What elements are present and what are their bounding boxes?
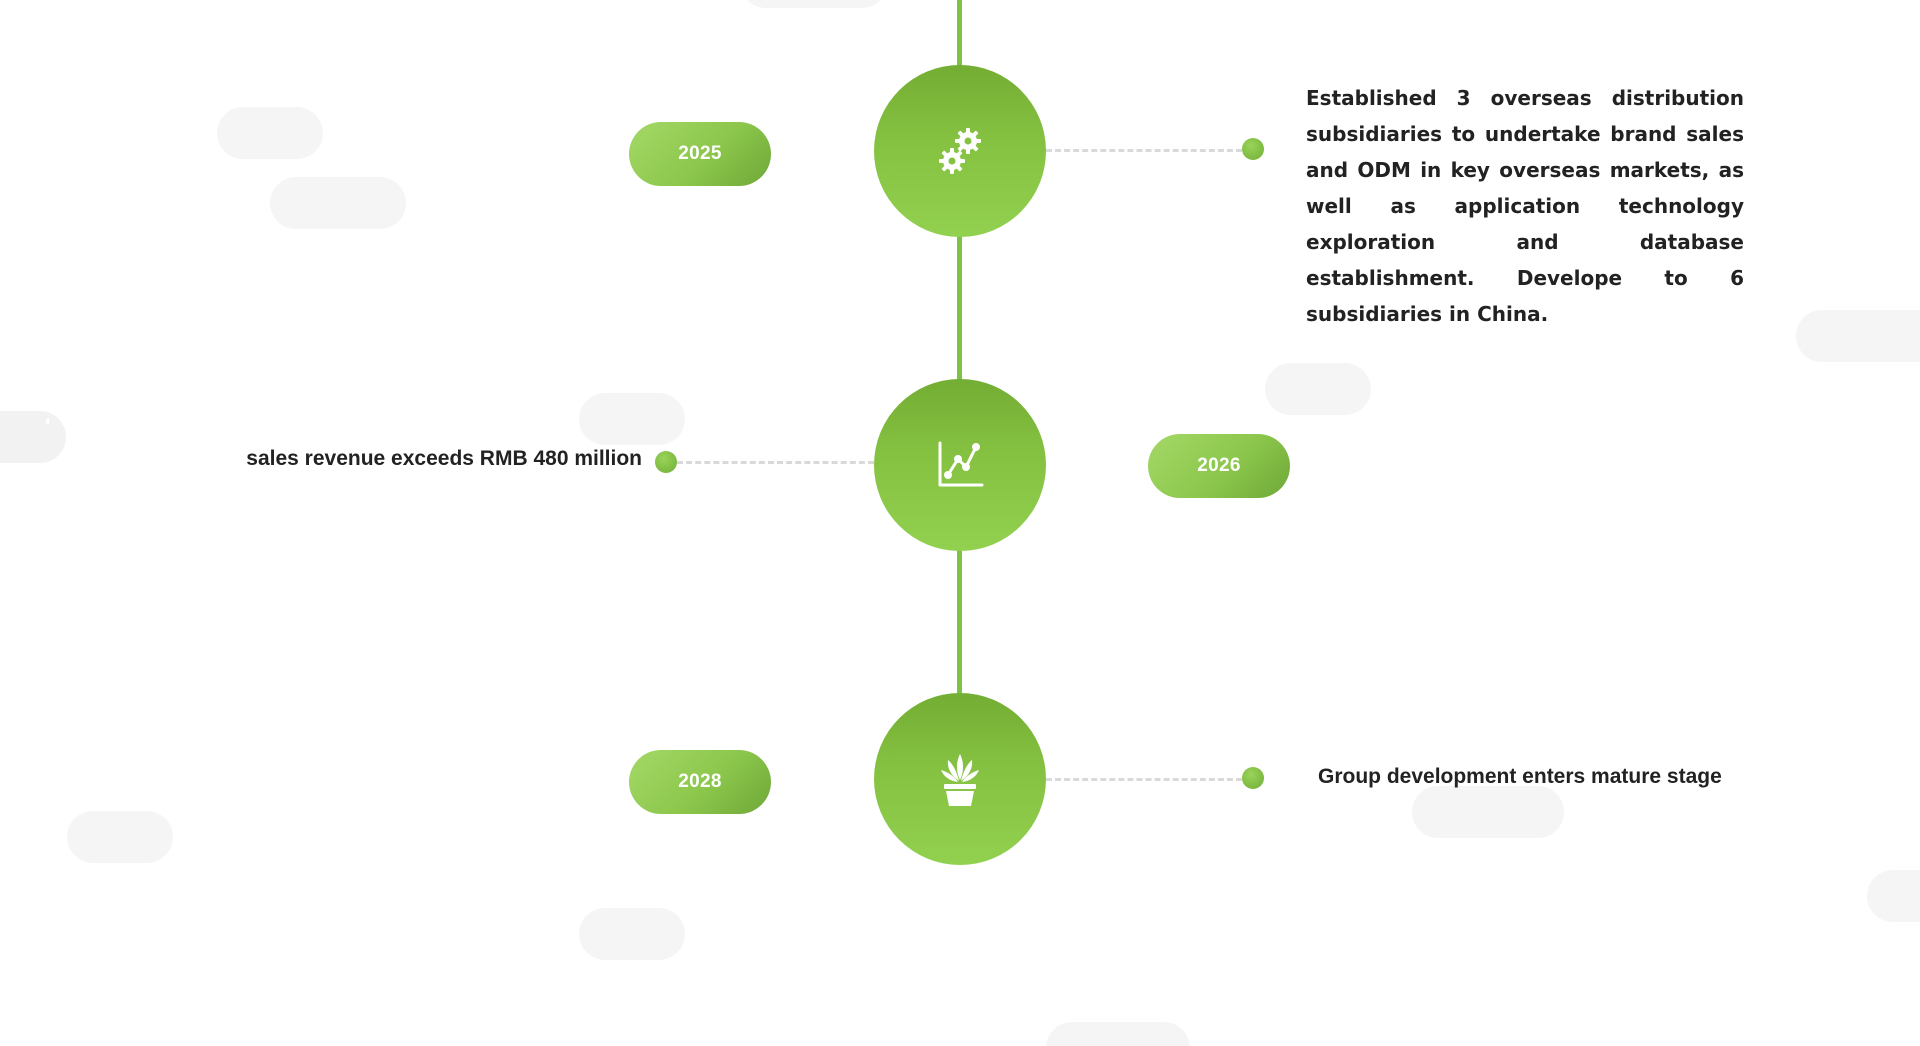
year-badge-2026: 2026 [1148, 434, 1290, 498]
gears-icon [930, 121, 990, 181]
milestone-node-2028 [874, 693, 1046, 865]
milestone-node-2026 [874, 379, 1046, 551]
background-pill [579, 393, 685, 445]
milestone-description-2028: Group development enters mature stage [1318, 765, 1722, 788]
timeline-spine-segment [957, 234, 962, 380]
connector-line [1046, 778, 1242, 781]
connector-dot [655, 451, 677, 473]
background-pill [1796, 310, 1920, 362]
timeline-spine-segment [957, 548, 962, 694]
milestone-description-2026: sales revenue exceeds RMB 480 million [246, 447, 642, 470]
connector-line [677, 461, 874, 464]
year-label: 2028 [678, 771, 722, 792]
milestone-node-2025 [874, 65, 1046, 237]
background-pill [1412, 786, 1564, 838]
timeline-spine-segment [957, 0, 962, 66]
connector-dot [1242, 767, 1264, 789]
background-pill [579, 908, 685, 960]
potted-plant-icon [935, 750, 985, 808]
year-label: 2025 [678, 143, 722, 164]
connector-dot [1242, 138, 1264, 160]
year-badge-2028: 2028 [629, 750, 771, 814]
background-pill [1265, 363, 1371, 415]
background-pill [217, 107, 323, 159]
background-pill [740, 0, 888, 8]
background-pill [1867, 870, 1920, 922]
milestone-description-2025: Established 3 overseas distribution subs… [1306, 86, 1744, 326]
background-pill [1046, 1022, 1190, 1046]
connector-line [1046, 149, 1242, 152]
year-badge-2025: 2025 [629, 122, 771, 186]
background-pill [67, 811, 173, 863]
year-label: 2026 [1197, 455, 1241, 476]
side-tab-glyph: ◖ [39, 413, 56, 430]
growth-chart-icon [932, 437, 988, 493]
background-pill [270, 177, 406, 229]
side-tab[interactable]: ◖ [0, 411, 66, 463]
